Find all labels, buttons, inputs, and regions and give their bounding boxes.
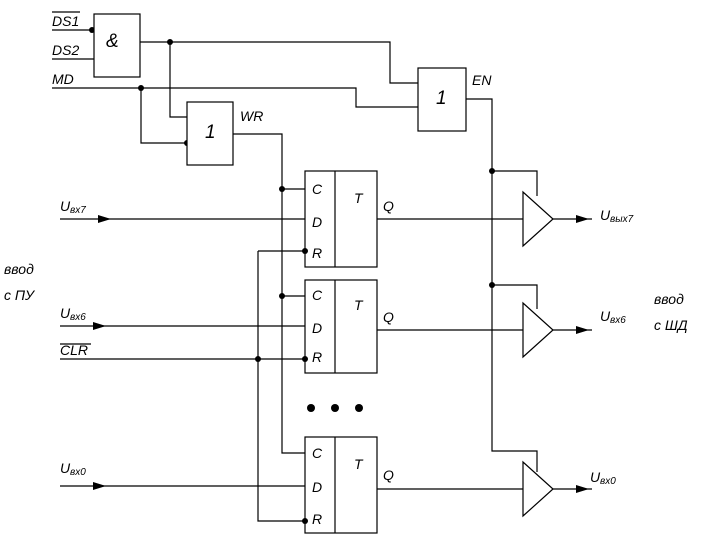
u-in7-arrow bbox=[98, 215, 111, 223]
r0-inverter-dot bbox=[302, 518, 308, 524]
and-output-wire bbox=[140, 41, 418, 84]
wr-junction-7 bbox=[279, 186, 285, 192]
ff6-r-pin: R bbox=[312, 349, 322, 365]
ellipsis-dot-3 bbox=[355, 404, 363, 412]
u-out7-prefix: U bbox=[600, 207, 611, 223]
u-in6-sub: вх6 bbox=[70, 312, 86, 323]
buf6-out-arrow bbox=[576, 326, 589, 334]
ff0-d-pin: D bbox=[312, 479, 322, 495]
u-out6-sub: вх6 bbox=[610, 315, 626, 326]
wr-label: WR bbox=[240, 108, 263, 124]
wr-junction-6 bbox=[279, 293, 285, 299]
ff0-c-pin: C bbox=[312, 445, 323, 461]
ff7-c-pin: C bbox=[312, 181, 323, 197]
ff0-title: T bbox=[354, 456, 364, 472]
en-label: EN bbox=[472, 72, 492, 88]
md-to-or-wire bbox=[140, 88, 187, 144]
or-gate-wr-symbol: 1 bbox=[205, 122, 216, 143]
ff7-d-pin: D bbox=[312, 214, 322, 230]
ff0-q-label: Q bbox=[383, 467, 394, 483]
ds1-label: DS1 bbox=[52, 13, 79, 29]
ff6-q-label: Q bbox=[383, 309, 394, 325]
ff6-title: T bbox=[354, 297, 364, 313]
buffer-6 bbox=[522, 301, 554, 359]
u-in6-prefix: U bbox=[60, 305, 71, 321]
u-in7-prefix: U bbox=[60, 198, 71, 214]
u-out0-sub: вх0 bbox=[600, 476, 616, 487]
buf7-out-arrow bbox=[576, 215, 589, 223]
en-junction-7 bbox=[489, 168, 495, 174]
and-gate-symbol: & bbox=[106, 31, 119, 52]
ff0-r-pin: R bbox=[312, 511, 322, 527]
ellipsis-dot-2 bbox=[331, 404, 339, 412]
u-out6-prefix: U bbox=[600, 308, 611, 324]
clr-label: CLR bbox=[60, 342, 88, 358]
ff7-r-pin: R bbox=[312, 245, 322, 261]
md-wire bbox=[52, 87, 418, 108]
u-out0-prefix: U bbox=[590, 469, 601, 485]
ff7-title: T bbox=[354, 190, 364, 206]
u-out7-sub: вых7 bbox=[610, 214, 634, 225]
r6-inverter-dot bbox=[302, 356, 308, 362]
flipflop-0 bbox=[304, 436, 378, 534]
flipflop-6 bbox=[304, 279, 378, 374]
and-to-or-wire bbox=[169, 42, 187, 118]
u-in0-sub: вх0 bbox=[70, 467, 86, 478]
en-to-buf7-wire bbox=[492, 170, 538, 196]
buf0-out-arrow bbox=[576, 485, 589, 493]
right-label-line2: с ШД bbox=[654, 317, 688, 333]
en-bus-wire bbox=[466, 98, 538, 472]
ff6-c-pin: C bbox=[312, 287, 323, 303]
ff6-d-pin: D bbox=[312, 320, 322, 336]
or-gate-en bbox=[417, 67, 467, 132]
left-label-line1: ввод bbox=[4, 261, 34, 277]
right-label-line1: ввод bbox=[654, 291, 684, 307]
ellipsis-dot-1 bbox=[307, 404, 315, 412]
u-in0-arrow bbox=[93, 482, 106, 490]
u-in6-arrow bbox=[93, 322, 106, 330]
left-label-line2: с ПУ bbox=[4, 287, 36, 303]
md-label: MD bbox=[52, 71, 74, 87]
clr-bus-wire bbox=[257, 251, 305, 522]
u-in0-prefix: U bbox=[60, 460, 71, 476]
buffer-0 bbox=[522, 460, 554, 518]
clr-junction bbox=[255, 356, 261, 362]
and-gate bbox=[93, 13, 141, 78]
ds2-label: DS2 bbox=[52, 42, 79, 58]
en-to-buf6-wire bbox=[492, 284, 538, 309]
r7-inverter-dot bbox=[302, 248, 308, 254]
wr-bus-wire bbox=[233, 133, 305, 454]
ff7-q-label: Q bbox=[383, 198, 394, 214]
en-junction-6 bbox=[489, 282, 495, 288]
buffer-7 bbox=[522, 190, 554, 248]
or-gate-en-symbol: 1 bbox=[436, 88, 447, 109]
u-in7-sub: вх7 bbox=[70, 205, 86, 216]
